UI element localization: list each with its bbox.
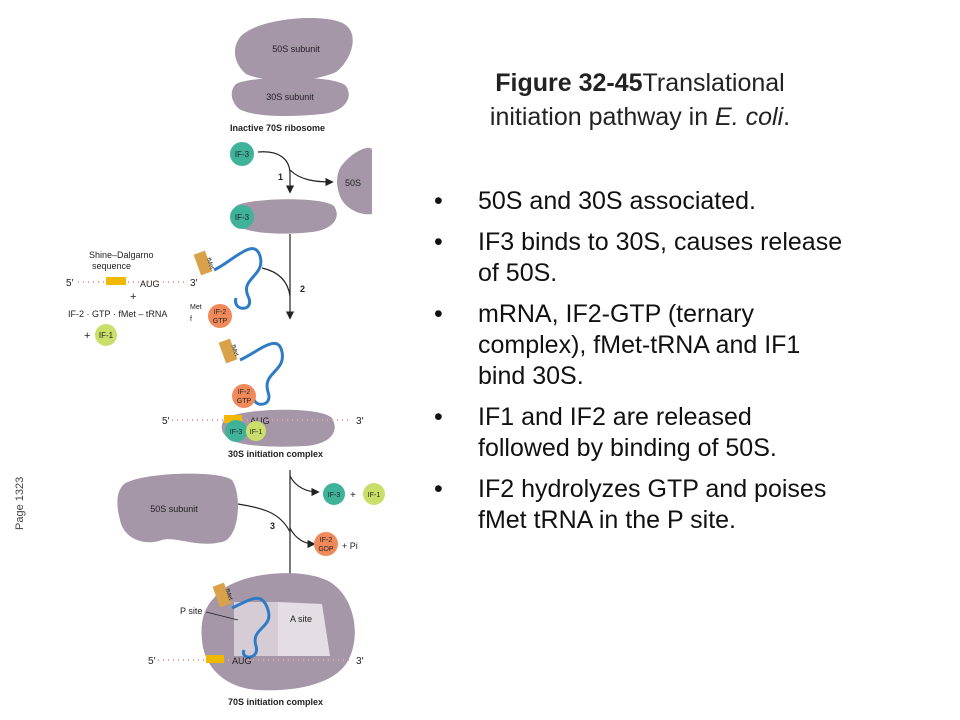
if3-factor bbox=[230, 142, 254, 166]
step2-join-arrow bbox=[261, 267, 291, 297]
gtp-label: GTP bbox=[213, 318, 228, 325]
shine-dalgarno-box bbox=[206, 655, 224, 663]
trna-molecule bbox=[213, 247, 263, 310]
70s-initiation-complex-label: 70S initiation complex bbox=[228, 697, 323, 707]
if2-factor bbox=[314, 532, 338, 556]
inactive-70s-label: Inactive 70S ribosome bbox=[230, 123, 325, 133]
if2-label: IF-2 bbox=[320, 537, 333, 544]
if3-factor bbox=[323, 483, 345, 505]
if1-factor bbox=[246, 421, 266, 441]
release-if2-arrow bbox=[289, 527, 316, 549]
bullet-item: 50S and 30S associated. bbox=[428, 186, 848, 217]
released-50s-shape bbox=[337, 147, 372, 215]
trna-in-p-site bbox=[231, 596, 271, 659]
step3-join-arrow bbox=[237, 503, 291, 533]
release-50s-arrow bbox=[289, 169, 334, 187]
aug-codon: AUG bbox=[232, 656, 252, 666]
ternary-complex-label: IF-2 · GTP · fMet – tRNA bbox=[68, 309, 167, 319]
f-subscript: f bbox=[190, 316, 192, 323]
title-italic: E. coli bbox=[715, 103, 784, 131]
mrna-five-prime: 5′ bbox=[66, 278, 74, 289]
if3-label: IF-3 bbox=[328, 492, 341, 499]
sequence-label: sequence bbox=[92, 261, 131, 271]
if2-label: IF-2 bbox=[214, 309, 227, 316]
if1-label: IF-1 bbox=[250, 429, 263, 436]
release-factors-arrow bbox=[289, 475, 320, 497]
plus-sign: + bbox=[130, 291, 136, 303]
plus-pi-label: + Pi bbox=[342, 541, 358, 551]
title-text-a: Translational bbox=[642, 69, 785, 97]
fmet-label: fMet bbox=[229, 344, 239, 357]
aug-codon: AUG bbox=[140, 279, 160, 289]
plus-sign: + bbox=[350, 490, 356, 501]
if1-label: IF-1 bbox=[99, 331, 114, 340]
if1-label: IF-1 bbox=[368, 492, 381, 499]
shine-dalgarno-box bbox=[106, 277, 126, 285]
if3-factor bbox=[230, 205, 254, 229]
bullet-item: mRNA, IF2-GTP (ternary complex), fMet-tR… bbox=[428, 299, 848, 392]
aug-codon: AUG bbox=[250, 416, 270, 426]
title-text-b: initiation pathway in bbox=[489, 103, 716, 131]
if3-label: IF-3 bbox=[235, 213, 250, 222]
50s-subunit-shape bbox=[117, 473, 238, 544]
mrna-three-prime: 3′ bbox=[356, 416, 364, 427]
bullet-item: IF1 and IF2 are released followed by bin… bbox=[428, 402, 848, 464]
shine-dalgarno-label: Shine–Dalgarno bbox=[89, 250, 154, 260]
figure-title: Figure 32-45Translational initiation pat… bbox=[420, 66, 860, 134]
if1-factor bbox=[95, 324, 117, 346]
page-label: Page 1323 bbox=[14, 476, 26, 530]
if2-factor bbox=[208, 304, 232, 328]
step2-number: 2 bbox=[300, 284, 305, 294]
mrna-three-prime: 3′ bbox=[356, 656, 364, 667]
30s-subunit-label: 30S subunit bbox=[266, 92, 314, 102]
fmet-tag bbox=[212, 582, 232, 608]
gtp-label: GTP bbox=[237, 398, 252, 405]
step1-number: 1 bbox=[278, 172, 283, 182]
shine-dalgarno-box bbox=[224, 415, 242, 423]
fmet-label: fMet bbox=[205, 257, 215, 270]
50s-subunit-label: 50S subunit bbox=[150, 504, 198, 514]
bullet-list: 50S and 30S associated. IF3 binds to 30S… bbox=[428, 186, 848, 546]
released-50s-label: 50S bbox=[345, 178, 361, 188]
fmet-label: fMet bbox=[223, 588, 233, 601]
figure-number: Figure 32-45 bbox=[495, 69, 643, 97]
gdp-label: GDP bbox=[318, 546, 334, 553]
mrna-three-prime: 3′ bbox=[190, 278, 198, 289]
bullet-item: IF2 hydrolyzes GTP and poises fMet tRNA … bbox=[428, 474, 848, 536]
bullet-item: IF3 binds to 30S, causes release of 50S. bbox=[428, 227, 848, 289]
50s-subunit-shape bbox=[234, 18, 353, 81]
plus-sign: + bbox=[84, 330, 90, 342]
met-superscript: Met bbox=[190, 304, 202, 311]
mrna-five-prime: 5′ bbox=[162, 416, 170, 427]
fmet-tag bbox=[193, 250, 213, 276]
if1-factor bbox=[363, 483, 385, 505]
p-site-pointer bbox=[205, 611, 239, 621]
if3-label: IF-3 bbox=[230, 429, 243, 436]
a-site-label: A site bbox=[290, 614, 312, 624]
30s-with-if3-shape bbox=[231, 199, 337, 234]
ribosome-inner-region bbox=[278, 602, 330, 656]
mrna-five-prime: 5′ bbox=[148, 656, 156, 667]
pi-label: Pi bbox=[350, 541, 358, 551]
30s-subunit-shape bbox=[231, 77, 349, 116]
50s-subunit-label: 50S subunit bbox=[272, 44, 320, 54]
p-site-label: P site bbox=[180, 606, 202, 616]
step3-number: 3 bbox=[270, 521, 275, 531]
fmet-tag bbox=[218, 338, 238, 364]
trna-molecule bbox=[239, 341, 284, 406]
30s-initiation-complex-label: 30S initiation complex bbox=[228, 449, 323, 459]
if2-label: IF-2 bbox=[238, 389, 251, 396]
if2-factor bbox=[232, 384, 256, 408]
if3-factor bbox=[225, 420, 247, 442]
step1-arrow bbox=[257, 151, 295, 194]
ribosome-inner-region bbox=[234, 602, 278, 656]
title-end: . bbox=[783, 103, 791, 131]
if3-label: IF-3 bbox=[235, 150, 250, 159]
